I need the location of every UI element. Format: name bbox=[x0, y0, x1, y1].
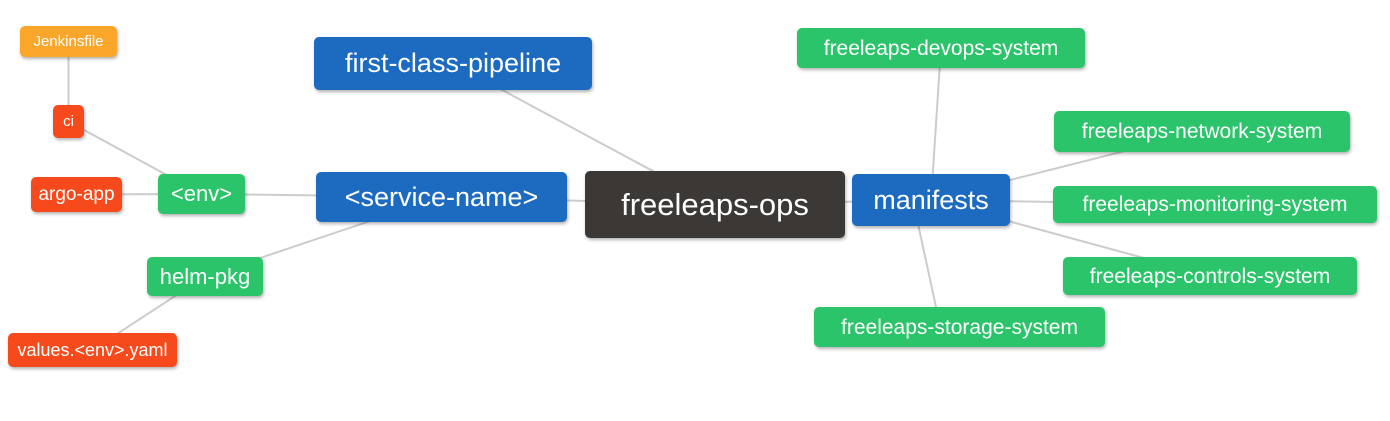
node-helm-pkg[interactable]: helm-pkg bbox=[147, 257, 263, 296]
node-values-env-yaml[interactable]: values.<env>.yaml bbox=[8, 333, 177, 367]
node-freeleaps-ops[interactable]: freeleaps-ops bbox=[585, 171, 845, 238]
node-argo-app[interactable]: argo-app bbox=[31, 177, 122, 212]
node-freeleaps-storage-system[interactable]: freeleaps-storage-system bbox=[814, 307, 1105, 347]
node-freeleaps-network-system[interactable]: freeleaps-network-system bbox=[1054, 111, 1350, 152]
node-env[interactable]: <env> bbox=[158, 174, 245, 214]
node-first-class-pipeline[interactable]: first-class-pipeline bbox=[314, 37, 592, 90]
node-jenkinsfile[interactable]: Jenkinsfile bbox=[20, 26, 117, 57]
node-freeleaps-controls-system[interactable]: freeleaps-controls-system bbox=[1063, 257, 1357, 295]
node-service-name[interactable]: <service-name> bbox=[316, 172, 567, 222]
node-freeleaps-devops-system[interactable]: freeleaps-devops-system bbox=[797, 28, 1085, 68]
node-freeleaps-monitoring-system[interactable]: freeleaps-monitoring-system bbox=[1053, 186, 1377, 223]
node-ci[interactable]: ci bbox=[53, 105, 84, 138]
node-manifests[interactable]: manifests bbox=[852, 174, 1010, 226]
